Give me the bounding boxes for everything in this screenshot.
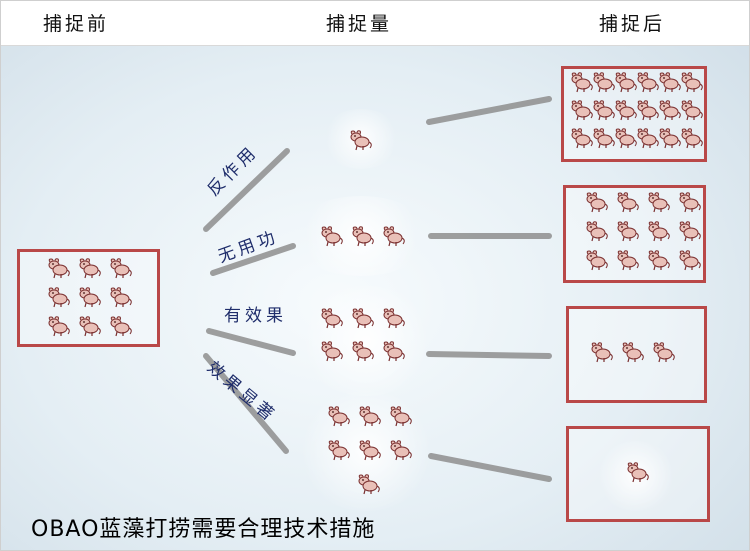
branch-line-2 — [210, 243, 296, 276]
mouse-icon — [388, 439, 414, 461]
branch-line-4 — [203, 353, 289, 454]
mouse-icon — [646, 191, 672, 213]
mouse-icon — [613, 127, 639, 149]
mouse-icon — [646, 220, 672, 242]
mouse-icon — [657, 71, 683, 93]
mouse-icon — [584, 249, 610, 271]
mouse-icon — [625, 461, 651, 483]
mouse-icon — [635, 99, 661, 121]
header-after: 捕捉后 — [599, 13, 666, 35]
after-box-4 — [566, 426, 710, 522]
mouse-icon — [591, 99, 617, 121]
mouse-icon — [677, 191, 703, 213]
mouse-icon — [46, 315, 72, 337]
header-bar: 捕捉前 捕捉量 捕捉后 — [1, 1, 749, 46]
mouse-icon — [646, 249, 672, 271]
mouse-icon — [350, 340, 376, 362]
mouse-icon — [46, 257, 72, 279]
mouse-icon — [77, 286, 103, 308]
mouse-icon — [108, 315, 134, 337]
mouse-icon — [679, 71, 705, 93]
mouse-icon — [569, 71, 595, 93]
mouse-icon — [350, 307, 376, 329]
mouse-icon — [388, 405, 414, 427]
result-line-4 — [428, 453, 552, 482]
mouse-icon — [679, 99, 705, 121]
mouse-icon — [620, 341, 646, 363]
mouse-icon — [635, 71, 661, 93]
mouse-icon — [381, 225, 407, 247]
mouse-icon — [615, 220, 641, 242]
mouse-icon — [589, 341, 615, 363]
mouse-icon — [677, 249, 703, 271]
mouse-icon — [651, 341, 677, 363]
result-line-1 — [426, 96, 552, 125]
mouse-icon — [677, 220, 703, 242]
mouse-icon — [108, 286, 134, 308]
mouse-icon — [319, 225, 345, 247]
branch-line-3 — [206, 328, 296, 356]
header-catch: 捕捉量 — [326, 13, 393, 35]
mouse-icon — [319, 340, 345, 362]
mouse-icon — [381, 307, 407, 329]
mouse-icon — [584, 191, 610, 213]
mouse-icon — [657, 99, 683, 121]
header-before: 捕捉前 — [43, 13, 110, 35]
mouse-icon — [348, 129, 374, 151]
mouse-icon — [569, 99, 595, 121]
mouse-icon — [635, 127, 661, 149]
mouse-icon — [613, 99, 639, 121]
branch-line-1 — [203, 148, 290, 232]
mouse-icon — [679, 127, 705, 149]
mouse-icon — [591, 127, 617, 149]
mouse-icon — [357, 439, 383, 461]
glow — [296, 286, 436, 396]
mouse-icon — [591, 71, 617, 93]
mouse-icon — [46, 286, 72, 308]
mouse-icon — [319, 307, 345, 329]
result-line-3 — [426, 351, 552, 359]
mouse-icon — [615, 191, 641, 213]
mouse-icon — [584, 220, 610, 242]
mouse-icon — [77, 315, 103, 337]
mouse-icon — [356, 473, 382, 495]
mouse-icon — [326, 439, 352, 461]
mouse-icon — [357, 405, 383, 427]
mouse-icon — [350, 225, 376, 247]
mouse-icon — [657, 127, 683, 149]
mouse-icon — [569, 127, 595, 149]
mouse-icon — [615, 249, 641, 271]
mouse-icon — [108, 257, 134, 279]
mouse-icon — [613, 71, 639, 93]
mouse-icon — [77, 257, 103, 279]
caption: OBAO蓝藻打捞需要合理技术措施 — [31, 517, 376, 542]
mouse-icon — [326, 405, 352, 427]
mouse-icon — [381, 340, 407, 362]
strategy-label-3: 有效果 — [224, 306, 287, 326]
